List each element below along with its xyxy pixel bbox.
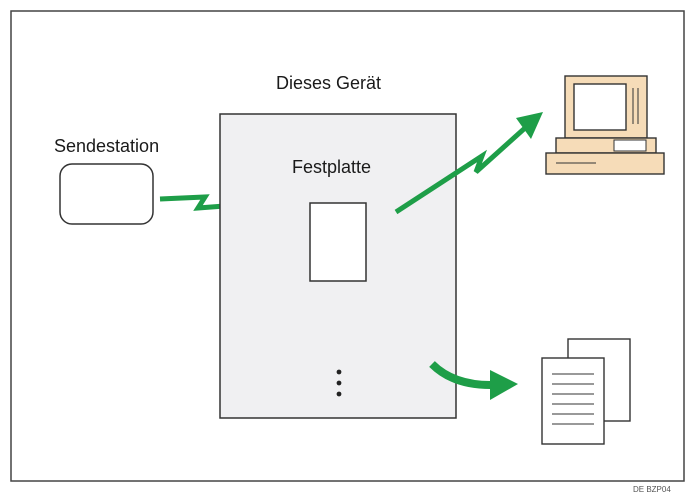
arrow-head-device-to-documents bbox=[490, 370, 518, 400]
arrow-device-to-documents bbox=[429, 361, 495, 390]
vertical-ellipsis-icon bbox=[336, 369, 342, 397]
device-title-label: Dieses Gerät bbox=[276, 73, 382, 93]
hard-disk-icon bbox=[309, 202, 367, 282]
computer-icon bbox=[545, 75, 665, 175]
documents-icon bbox=[541, 338, 631, 445]
sender-station-label: Sendestation bbox=[54, 136, 160, 156]
arrow-sender-to-device bbox=[159, 194, 239, 211]
hard-disk-label: Festplatte bbox=[292, 157, 372, 177]
sender-station-icon bbox=[59, 163, 154, 225]
figure-code-label: DE BZP04 bbox=[633, 485, 671, 494]
arrow-device-to-computer bbox=[394, 126, 527, 215]
arrow-head-device-to-computer bbox=[516, 112, 543, 139]
